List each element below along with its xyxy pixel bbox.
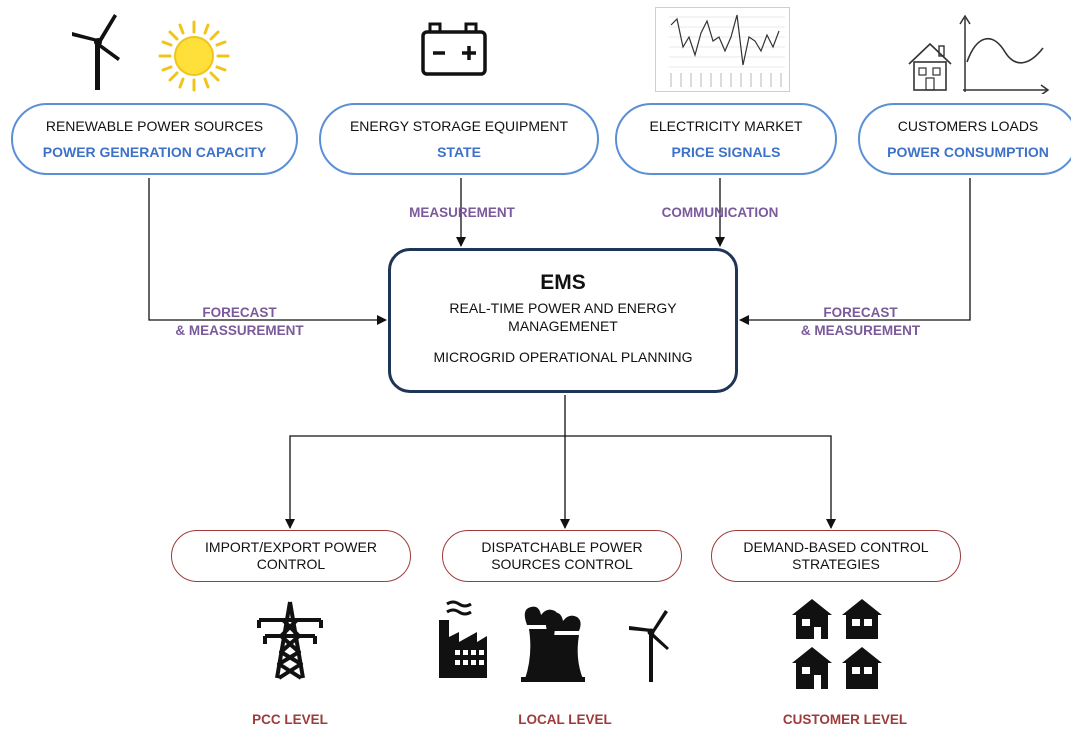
forecast-left-label: FORECAST & MEASSUREMENT <box>152 304 327 340</box>
forecast-right-label: FORECAST & MEASUREMENT <box>778 304 943 340</box>
ems-title: EMS <box>540 271 586 294</box>
sun-icon <box>158 20 230 92</box>
cooling-tower-icon <box>521 606 585 682</box>
dispatchable-control-box: DISPATCHABLE POWER SOURCES CONTROL <box>442 530 682 582</box>
ems-subtitle: REAL-TIME POWER AND ENERGY MANAGEMENET <box>391 299 735 335</box>
control-line2: SOURCES CONTROL <box>491 556 633 572</box>
ems-to-customer-arrow <box>565 435 836 529</box>
forecast-left-line1: FORECAST <box>202 305 277 320</box>
import-export-control-box: IMPORT/EXPORT POWER CONTROL <box>171 530 411 582</box>
price-chart-icon <box>655 7 790 92</box>
control-line2: CONTROL <box>256 556 326 572</box>
source-title: ENERGY STORAGE EQUIPMENT <box>349 118 569 134</box>
renewable-sources-box: RENEWABLE POWER SOURCES POWER GENERATION… <box>11 103 298 175</box>
houses-icon <box>792 599 882 689</box>
transmission-tower-icon <box>257 601 323 680</box>
load-curve-icon <box>959 14 1050 94</box>
wind-turbine-icon <box>72 14 120 90</box>
ems-subtitle-line2: MANAGEMENET <box>508 318 618 334</box>
control-line1: IMPORT/EXPORT POWER <box>205 539 377 555</box>
customers-to-ems-arrow <box>739 178 971 325</box>
source-detail: POWER CONSUMPTION <box>887 144 1049 160</box>
source-title: RENEWABLE POWER SOURCES <box>45 118 264 134</box>
renewable-to-ems-arrow <box>148 178 387 325</box>
control-line2: STRATEGIES <box>792 556 880 572</box>
energy-storage-box: ENERGY STORAGE EQUIPMENT STATE <box>319 103 599 175</box>
source-title: ELECTRICITY MARKET <box>649 118 803 134</box>
wind-turbine-icon <box>629 610 669 682</box>
communication-label: COMMUNICATION <box>661 205 779 220</box>
forecast-right-line2: & MEASUREMENT <box>800 323 921 338</box>
factory-icon <box>439 600 487 678</box>
control-line1: DEMAND-BASED CONTROL <box>743 539 929 555</box>
battery-icon <box>421 22 487 76</box>
customers-loads-box: CUSTOMERS LOADS POWER CONSUMPTION <box>858 103 1071 175</box>
forecast-right-line1: FORECAST <box>823 305 898 320</box>
source-detail: POWER GENERATION CAPACITY <box>42 144 267 160</box>
ems-box: EMS REAL-TIME POWER AND ENERGY MANAGEMEN… <box>388 248 738 393</box>
forecast-left-line2: & MEASSUREMENT <box>175 323 304 338</box>
customer-level-label: CUSTOMER LEVEL <box>782 712 908 727</box>
ems-planning: MICROGRID OPERATIONAL PLANNING <box>433 349 693 365</box>
control-line1: DISPATCHABLE POWER <box>481 539 643 555</box>
pcc-level-label: PCC LEVEL <box>252 712 328 727</box>
measurement-label: MEASUREMENT <box>409 205 515 220</box>
source-detail: STATE <box>437 144 481 160</box>
ems-subtitle-line1: REAL-TIME POWER AND ENERGY <box>449 300 677 316</box>
demand-control-box: DEMAND-BASED CONTROL STRATEGIES <box>711 530 961 582</box>
electricity-market-box: ELECTRICITY MARKET PRICE SIGNALS <box>615 103 837 175</box>
source-title: CUSTOMERS LOADS <box>897 118 1039 134</box>
ems-to-pcc-arrow <box>285 435 565 529</box>
local-level-label: LOCAL LEVEL <box>518 712 612 727</box>
house-icon <box>908 42 952 91</box>
source-detail: PRICE SIGNALS <box>671 144 781 160</box>
